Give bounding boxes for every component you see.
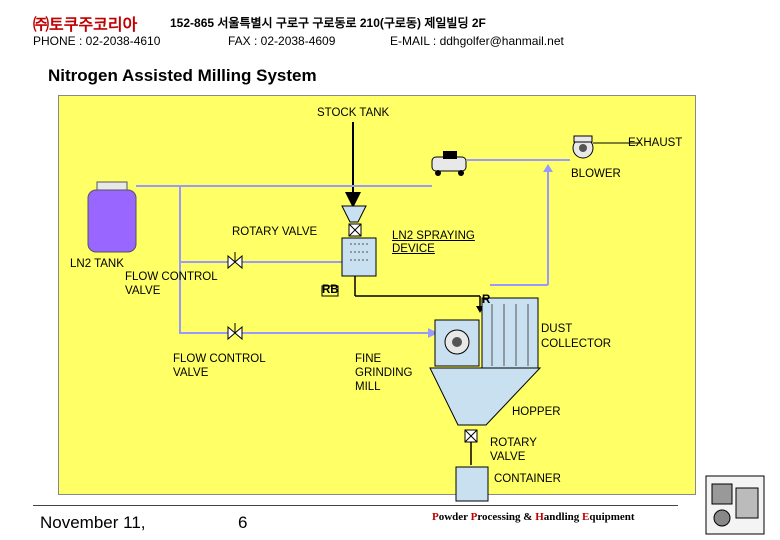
- ln2-tank-label: LN2 TANK: [70, 258, 124, 270]
- footer-date: November 11,: [40, 513, 146, 532]
- footer-brand: Powder Processing & Handling Equipment: [432, 511, 635, 523]
- diagram-panel: [58, 95, 696, 495]
- flow-control-label-2a: FLOW CONTROL: [173, 353, 266, 365]
- brand-letter: P: [470, 511, 478, 523]
- exhaust-fan-icon: [572, 135, 594, 159]
- hopper-label: HOPPER: [512, 406, 561, 418]
- email-address: E-MAIL : ddhgolfer@hanmail.net: [390, 34, 564, 48]
- company-address: 152-865 서울특별시 구로구 구로동로 210(구로동) 제일빌딩 2F: [170, 16, 486, 30]
- rotary-valve-bottom-icon: [464, 429, 478, 443]
- brand-letter: P: [432, 511, 439, 523]
- page-number: 6: [238, 513, 248, 532]
- ln2-spraying-device-icon: [341, 237, 377, 277]
- rotary-valve-top-icon: [348, 223, 362, 237]
- ln2-spraying-device-label: DEVICE: [392, 243, 435, 255]
- stock-tank-label: STOCK TANK: [317, 107, 390, 119]
- flow-control-valve-1-icon: [227, 252, 243, 270]
- container-icon: [455, 466, 489, 502]
- container-label: CONTAINER: [494, 473, 561, 485]
- brand-text: andling: [543, 511, 582, 523]
- ln2-mill-arrow-icon: [428, 328, 438, 338]
- blower-arrow-icon: [543, 164, 553, 172]
- ln2-pipe-lower: [179, 262, 228, 334]
- fine-grinding-label-b: GRINDING: [355, 367, 413, 379]
- fine-grinding-mill-icon: [434, 319, 480, 367]
- brand-text: quipment: [589, 511, 635, 523]
- footer-divider: [33, 505, 678, 506]
- flow-control-label-2b: VALVE: [173, 367, 209, 379]
- ln2-tank-icon: [87, 181, 137, 253]
- phone-number: PHONE : 02-2038-4610: [33, 34, 161, 48]
- fine-grinding-label-c: MILL: [355, 381, 381, 393]
- dust-collector-label-b: COLLECTOR: [541, 338, 612, 350]
- company-name: ㈜토쿠주코리아: [33, 17, 138, 34]
- ln2-pipe-upper: [136, 185, 228, 263]
- r-label: R: [482, 294, 491, 306]
- exhaust-label: EXHAUST: [628, 137, 683, 149]
- rotary-valve-bottom-label-a: ROTARY: [490, 437, 537, 449]
- rotary-valve-top-label: ROTARY VALVE: [232, 226, 318, 238]
- rb-label: RB: [322, 284, 339, 296]
- dust-collector-label-a: DUST: [541, 323, 573, 335]
- flow-control-valve-2-icon: [227, 323, 243, 341]
- stock-hopper-icon: [341, 205, 367, 223]
- rb-box: [321, 285, 339, 297]
- hopper-icon: [429, 367, 542, 426]
- brand-text: rocessing &: [477, 511, 536, 523]
- fine-grinding-label-a: FINE: [355, 353, 382, 365]
- blower-icon: [431, 151, 467, 176]
- fax-number: FAX : 02-2038-4609: [228, 34, 336, 48]
- flow-control-label-1a: FLOW CONTROL: [125, 271, 218, 283]
- ln2-spraying-label: LN2 SPRAYING: [392, 230, 475, 242]
- dust-collector-icon: [481, 297, 539, 371]
- page-title: Nitrogen Assisted Milling System: [48, 66, 317, 85]
- brand-letter: E: [582, 511, 590, 523]
- brand-text: owder: [438, 511, 471, 523]
- flow-control-label-1b: VALVE: [125, 285, 161, 297]
- machinery-logo-icon: [705, 475, 765, 535]
- blower-label: BLOWER: [571, 168, 621, 180]
- brand-letter: H: [535, 511, 544, 523]
- rotary-valve-bottom-label-b: VALVE: [490, 451, 526, 463]
